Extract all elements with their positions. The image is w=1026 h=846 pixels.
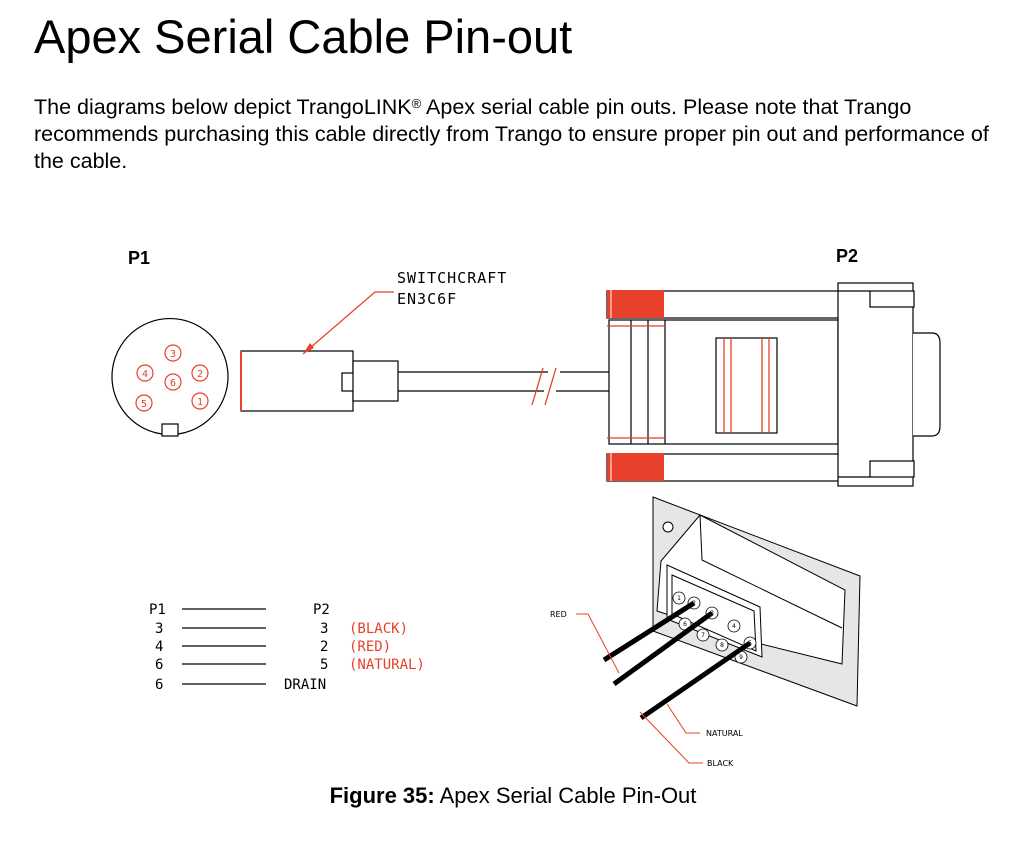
- wire-label-black: BLACK: [707, 759, 734, 768]
- page-title: Apex Serial Cable Pin-out: [34, 10, 573, 63]
- cable-break-marks: [531, 367, 557, 406]
- db9-pin-label: 7: [701, 632, 705, 639]
- wire-label-natural: NATURAL: [706, 729, 743, 738]
- caption-label: Figure 35:: [329, 783, 435, 808]
- pinout-p1-pin: 4: [155, 639, 163, 655]
- pinout-header-p1: P1: [149, 602, 166, 618]
- db9-wires: [602, 600, 752, 721]
- connector-part-line2: EN3C6F: [397, 290, 457, 308]
- p2-red-highlights: [607, 290, 770, 481]
- p1-pin-label: 5: [141, 399, 147, 410]
- p2-label: P2: [836, 246, 858, 266]
- p1-pin-label: 6: [170, 378, 176, 389]
- wire-label-leaders: [576, 613, 703, 764]
- pinout-p2-pin: DRAIN: [284, 677, 326, 693]
- pinout-wire-note: (RED): [349, 639, 391, 655]
- intro-text-end: Apex serial cable pin outs. Please note …: [34, 95, 989, 173]
- part-number-leader: [302, 291, 394, 355]
- p1-label: P1: [128, 248, 150, 268]
- pinout-wire-note: (BLACK): [349, 621, 408, 637]
- connector-part-line1: SWITCHCRAFT: [397, 269, 507, 287]
- pinout-p1-pin: 6: [155, 677, 163, 693]
- pinout-p2-pin: 5: [320, 657, 328, 673]
- db9-pin-label: 8: [720, 642, 724, 649]
- figure-caption: Figure 35: Apex Serial Cable Pin-Out: [0, 783, 1026, 809]
- registered-mark: ®: [411, 96, 422, 111]
- p1-pin-label: 3: [170, 349, 176, 360]
- db9-pin-label: 6: [683, 621, 687, 628]
- pinout-p2-pin: 2: [320, 639, 328, 655]
- pinout-header-p2: P2: [313, 602, 330, 618]
- wire-label-red: RED: [550, 610, 567, 619]
- p1-plug-body: [240, 350, 399, 412]
- intro-text-start: The diagrams below depict TrangoLINK: [34, 95, 412, 119]
- pinout-p1-pin: 6: [155, 657, 163, 673]
- db9-pin-label: 1: [677, 595, 681, 602]
- db9-pin-label: 9: [739, 654, 743, 661]
- p1-pin-label: 1: [197, 397, 203, 408]
- intro-paragraph: The diagrams below depict TrangoLINK® Ap…: [34, 94, 994, 175]
- db9-pin-label: 4: [732, 623, 736, 630]
- pinout-wire-note: (NATURAL): [349, 657, 425, 673]
- p1-pin-label: 2: [197, 369, 203, 380]
- pinout-p1-pin: 3: [155, 621, 163, 637]
- pinout-p2-pin: 3: [320, 621, 328, 637]
- p1-pin-label: 4: [142, 369, 148, 380]
- cable: [398, 371, 609, 392]
- p1-pin-circles: [135, 344, 209, 412]
- pinout-table: P1 P2 3 3 (BLACK) 4 2 (RED) 6 5 (NATURAL…: [149, 602, 425, 693]
- caption-text: Apex Serial Cable Pin-Out: [434, 783, 697, 808]
